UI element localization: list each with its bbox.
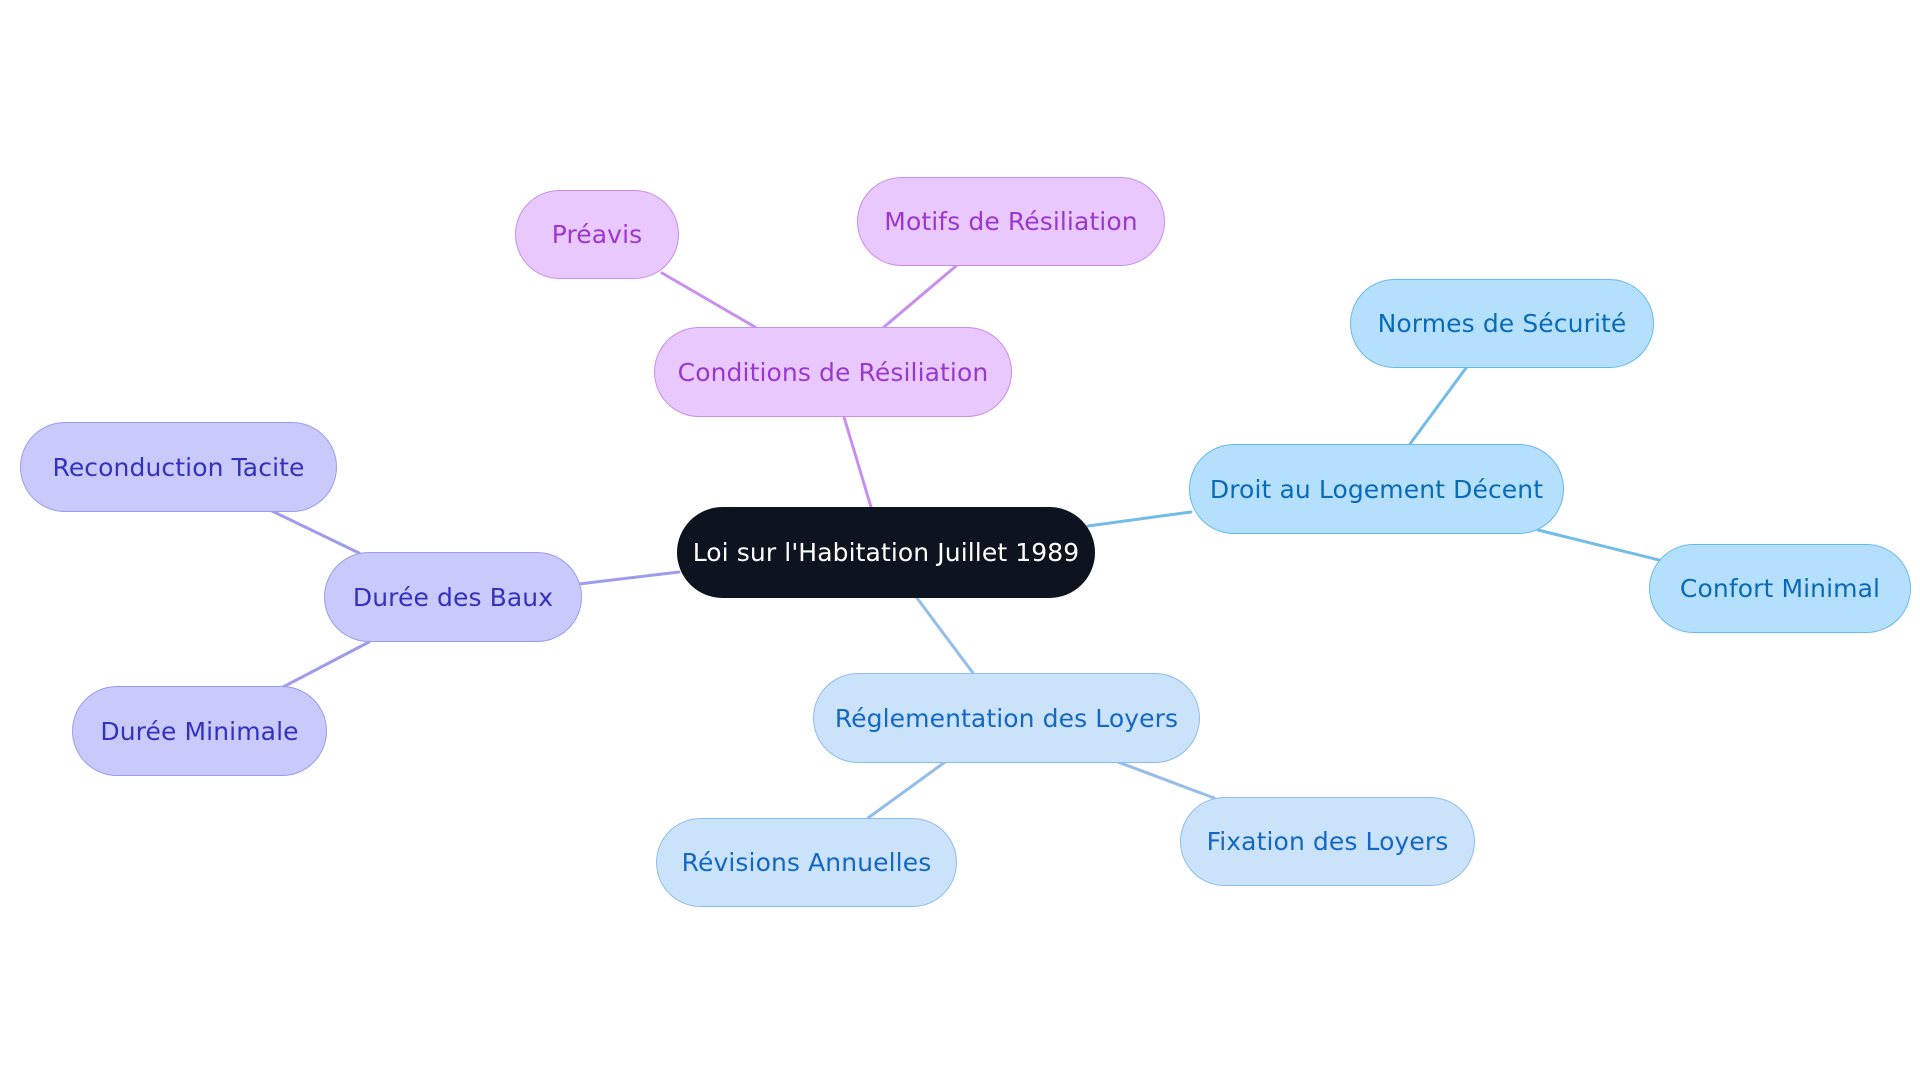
- edge-root-reglementation: [915, 596, 975, 675]
- edge-conditions-motifs: [882, 264, 958, 329]
- root-node[interactable]: Loi sur l'Habitation Juillet 1989: [677, 507, 1095, 598]
- edge-droit-normes: [1408, 366, 1468, 446]
- leaf-node-confort-minimal[interactable]: Confort Minimal: [1649, 544, 1911, 633]
- connector-lines: [270, 264, 1661, 820]
- edge-root-droit: [1086, 510, 1193, 528]
- leaf-node-label: Révisions Annuelles: [681, 848, 932, 877]
- branch-node-reglementation-des-loyers[interactable]: Réglementation des Loyers: [813, 673, 1200, 763]
- leaf-node-label: Préavis: [551, 220, 643, 249]
- leaf-node-label: Confort Minimal: [1679, 574, 1881, 603]
- root-node-label: Loi sur l'Habitation Juillet 1989: [692, 538, 1080, 567]
- branch-node-label: Droit au Logement Décent: [1209, 474, 1544, 504]
- edge-droit-confort: [1536, 528, 1661, 562]
- edge-root-conditions: [842, 415, 873, 509]
- leaf-node-label: Reconduction Tacite: [52, 452, 305, 482]
- branch-node-label: Durée des Baux: [352, 582, 554, 612]
- branch-node-duree-des-baux[interactable]: Durée des Baux: [324, 552, 582, 642]
- branch-node-conditions-de-resiliation[interactable]: Conditions de Résiliation: [654, 327, 1012, 417]
- branch-node-label: Conditions de Résiliation: [677, 357, 989, 387]
- leaf-node-label: Motifs de Résiliation: [884, 207, 1138, 236]
- edge-root-duree: [577, 570, 681, 586]
- edge-conditions-preavis: [660, 271, 757, 329]
- leaf-node-reconduction-tacite[interactable]: Reconduction Tacite: [20, 422, 337, 512]
- edge-reglementation-fixation: [1116, 760, 1216, 800]
- leaf-node-motifs-de-resiliation[interactable]: Motifs de Résiliation: [857, 177, 1165, 266]
- leaf-node-fixation-des-loyers[interactable]: Fixation des Loyers: [1180, 797, 1475, 886]
- branch-node-droit-au-logement-decent[interactable]: Droit au Logement Décent: [1189, 444, 1564, 534]
- edge-duree-reconduction: [270, 509, 361, 555]
- leaf-node-revisions-annuelles[interactable]: Révisions Annuelles: [656, 818, 957, 907]
- leaf-node-label: Normes de Sécurité: [1377, 309, 1627, 338]
- edge-duree-minimale: [281, 640, 371, 689]
- leaf-node-preavis[interactable]: Préavis: [515, 190, 679, 279]
- leaf-node-normes-de-securite[interactable]: Normes de Sécurité: [1350, 279, 1654, 368]
- leaf-node-label: Fixation des Loyers: [1206, 827, 1449, 856]
- leaf-node-duree-minimale[interactable]: Durée Minimale: [72, 686, 327, 776]
- edge-reglementation-revisions: [866, 760, 947, 820]
- branch-node-label: Réglementation des Loyers: [834, 703, 1179, 733]
- leaf-node-label: Durée Minimale: [100, 716, 299, 746]
